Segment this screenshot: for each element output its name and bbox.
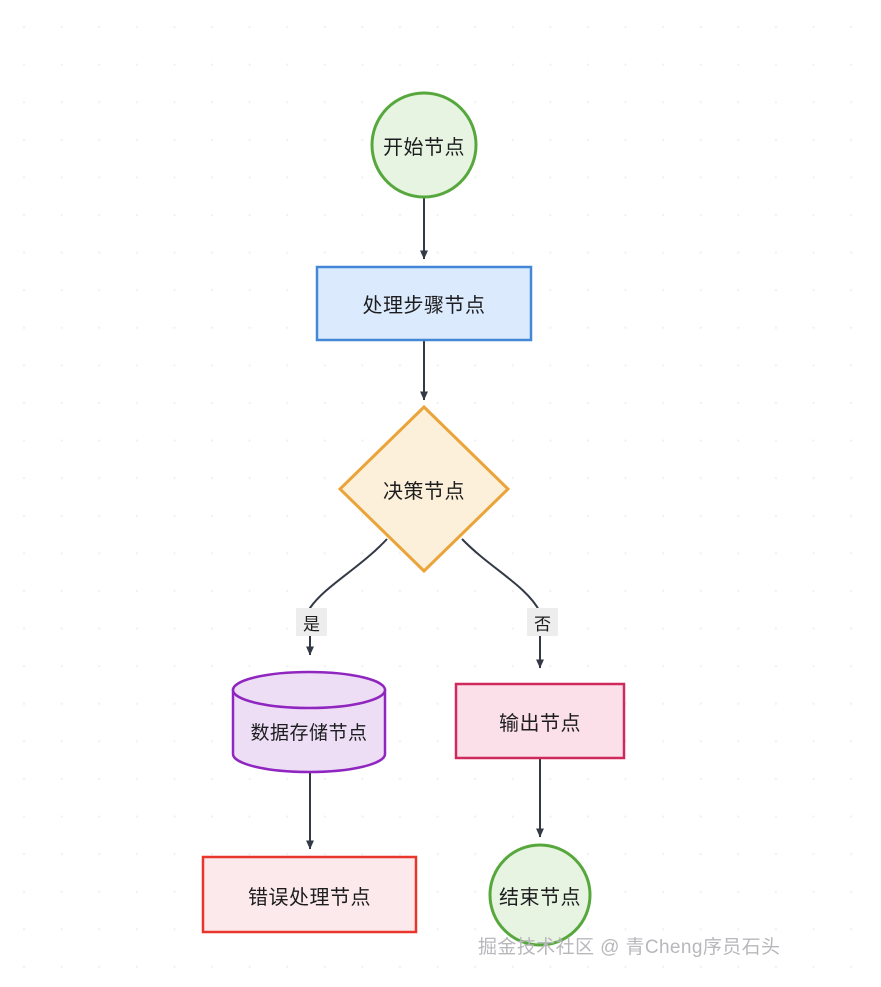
edge-decision-output	[461, 538, 544, 669]
node-datastore[interactable]	[231, 670, 387, 774]
edge-decision-datastore	[306, 538, 388, 656]
node-decision[interactable]	[337, 404, 511, 574]
nodes-layer	[201, 91, 626, 947]
node-start[interactable]	[370, 91, 478, 199]
node-process[interactable]	[315, 265, 533, 342]
edge-label-yes: 是	[296, 608, 327, 636]
node-error[interactable]	[201, 855, 418, 934]
node-output[interactable]	[454, 682, 626, 760]
node-end[interactable]	[488, 843, 592, 947]
edge-label-no: 否	[527, 608, 558, 636]
